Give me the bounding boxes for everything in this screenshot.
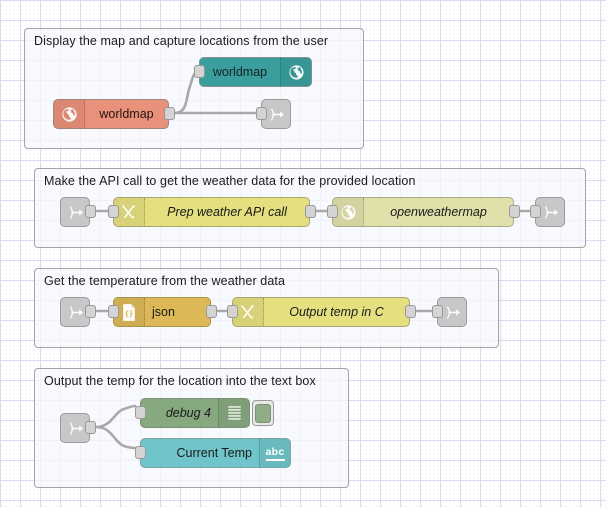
node-function-output-temp[interactable]: Output temp in C [232, 297, 410, 327]
json-braces-icon: {} [114, 298, 145, 326]
port-link-out-1-in[interactable] [256, 107, 267, 120]
group-label: Output the temp for the location into th… [44, 374, 316, 388]
node-label: Output temp in C [289, 305, 384, 319]
node-label: debug 4 [165, 406, 211, 420]
port-debug-in[interactable] [135, 406, 146, 419]
node-link-in-3[interactable] [60, 297, 90, 327]
node-openweathermap[interactable]: openweathermap [332, 197, 514, 227]
port-worldmap-in-out[interactable] [164, 107, 175, 120]
port-link-in-2-out[interactable] [85, 205, 96, 218]
port-owm-out[interactable] [509, 205, 520, 218]
node-text-node[interactable]: Current Temp abc [140, 438, 291, 468]
node-label: worldmap [99, 107, 154, 121]
node-worldmap-in[interactable]: worldmap [53, 99, 169, 129]
group-label: Make the API call to get the weather dat… [44, 174, 416, 188]
port-text-in[interactable] [135, 446, 146, 459]
port-json-out[interactable] [206, 305, 217, 318]
port-func-prep-in[interactable] [108, 205, 119, 218]
node-label: json [152, 305, 175, 319]
link-out-icon [262, 100, 290, 128]
port-func-temp-out[interactable] [405, 305, 416, 318]
port-link-in-3-out[interactable] [85, 305, 96, 318]
function-icon [114, 198, 145, 226]
link-in-icon [61, 414, 89, 442]
port-func-temp-in[interactable] [227, 305, 238, 318]
port-func-prep-out[interactable] [305, 205, 316, 218]
node-debug-node[interactable]: debug 4 [140, 398, 250, 428]
debug-lines-icon [218, 399, 249, 427]
group-label: Get the temperature from the weather dat… [44, 274, 286, 288]
debug-toggle-button[interactable] [252, 400, 274, 426]
link-in-icon [61, 198, 89, 226]
globe-icon [54, 100, 85, 128]
function-icon [233, 298, 264, 326]
debug-toggle-knob [255, 403, 271, 423]
svg-text:{}: {} [125, 309, 133, 317]
port-worldmap-out-in[interactable] [194, 65, 205, 78]
port-json-in[interactable] [108, 305, 119, 318]
port-owm-in[interactable] [327, 205, 338, 218]
node-label: openweathermap [390, 205, 487, 219]
port-link-in-4-out[interactable] [85, 421, 96, 434]
group-label: Display the map and capture locations fr… [34, 34, 329, 48]
group-display-map[interactable]: Display the map and capture locations fr… [24, 28, 364, 149]
port-link-out-2-in[interactable] [530, 205, 541, 218]
link-in-icon [61, 298, 89, 326]
node-worldmap-out[interactable]: worldmap [199, 57, 312, 87]
node-function-prep-api[interactable]: Prep weather API call [113, 197, 310, 227]
node-label: worldmap [212, 65, 268, 79]
globe-icon [333, 198, 364, 226]
abc-icon: abc [259, 439, 290, 467]
node-label: Prep weather API call [167, 205, 287, 219]
port-link-out-3-in[interactable] [432, 305, 443, 318]
link-out-icon [536, 198, 564, 226]
node-label: Current Temp [176, 446, 253, 460]
link-out-icon [438, 298, 466, 326]
globe-icon [280, 58, 311, 86]
node-json-node[interactable]: {} json [113, 297, 211, 327]
node-link-in-2[interactable] [60, 197, 90, 227]
